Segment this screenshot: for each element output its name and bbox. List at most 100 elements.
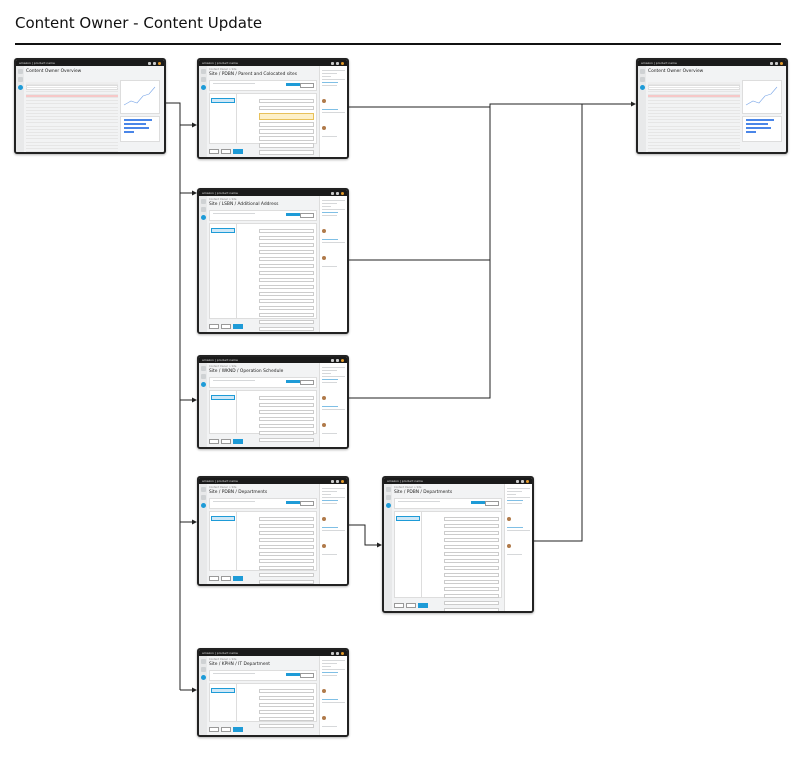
line-chart-widget [120,80,160,114]
secondary-action-button[interactable] [300,213,314,218]
left-rail [199,656,207,735]
form-field [444,607,499,611]
section-nav [210,391,237,433]
left-rail [16,66,24,152]
form-field [259,551,314,556]
form-field [444,523,499,528]
form-field [444,586,499,591]
top-bar: amazon | product name [638,60,786,66]
cancel-button [209,149,219,154]
screen-it-department[interactable]: amazon | product name Content Owner > Si… [197,648,349,737]
connector-edit-to-end [530,104,583,542]
form-field [259,709,314,714]
form-field [259,228,314,233]
screen-overview-start[interactable]: amazon | product name Content Owner Over… [14,58,166,154]
primary-action-button[interactable] [286,380,300,383]
form-field [259,305,314,310]
edit-panel [209,683,317,728]
avatar [158,61,161,65]
form-field [259,565,314,570]
screen-title: Site / PDBN / Departments [209,490,268,495]
footer-buttons[interactable] [209,149,243,154]
brand-logo: amazon | product name [202,191,238,195]
secondary-action-button[interactable] [300,380,314,385]
notification-icon [331,191,334,195]
form-field [259,105,314,110]
back-button [406,603,416,608]
cancel-button [209,576,219,581]
info-sidebar [319,196,347,332]
notification-icon [331,61,334,65]
screen-operation-schedule[interactable]: amazon | product name Content Owner > Si… [197,355,349,449]
breadcrumb: Content Owner > Site [209,198,237,201]
info-sidebar [319,363,347,447]
form-field [259,437,314,442]
primary-action-button[interactable] [286,83,300,86]
brand-logo: amazon | product name [641,61,677,65]
header-card [394,498,502,509]
form-field [259,723,314,728]
page-title: Content Owner - Content Update [15,14,263,32]
header-card [209,498,317,509]
avatar [341,61,344,65]
footer-buttons[interactable] [209,324,243,329]
title-divider [15,43,781,45]
form-field [259,284,314,289]
contact-avatar [322,716,326,720]
info-sidebar [504,484,532,611]
bar-chart-widget [742,116,782,142]
primary-action-button[interactable] [286,673,300,676]
secondary-action-button[interactable] [485,501,499,506]
brand-logo: amazon | product name [387,479,423,483]
form-field [259,695,314,700]
screen-departments[interactable]: amazon | product name Content Owner > Si… [197,476,349,586]
secondary-action-button[interactable] [300,673,314,678]
primary-action-button[interactable] [286,501,300,504]
contact-avatar [507,517,511,521]
screen-parent-colocated[interactable]: amazon | product name Content Owner > Si… [197,58,349,159]
connector-address-to-end [345,104,491,261]
form-field [444,530,499,535]
top-bar: amazon | product name [199,60,347,66]
screen-title: Site / LSBN / Additional Address [209,202,279,207]
avatar [341,191,344,195]
save-button [233,727,243,732]
screen-title: Site / KPHN / IT Department [209,662,271,667]
screen-overview-end[interactable]: amazon | product name Content Owner Over… [636,58,788,154]
footer-buttons[interactable] [209,727,243,732]
form-field [259,270,314,275]
primary-action-button[interactable] [471,501,485,504]
edit-form [239,686,314,731]
cancel-button [209,439,219,444]
edit-form [239,514,314,584]
secondary-action-button[interactable] [300,83,314,88]
help-icon [336,191,339,195]
primary-action-button[interactable] [286,213,300,216]
screen-title: Site / PDBN / Parent and Colocated sites [209,72,297,77]
screen-departments-edit[interactable]: amazon | product name Content Owner > Si… [382,476,534,613]
footer-buttons[interactable] [209,439,243,444]
info-sidebar [319,484,347,584]
overview-table [26,82,118,152]
brand-logo: amazon | product name [202,61,238,65]
form-field [259,312,314,317]
line-chart-widget [742,80,782,114]
top-bar: amazon | product name [384,478,532,484]
connector-dept-to-edit [345,524,382,548]
avatar [341,479,344,483]
header-card [209,80,317,91]
section-nav [210,512,237,570]
overview-table [648,82,740,152]
form-field [444,600,499,605]
header-card [209,670,317,681]
footer-buttons[interactable] [209,576,243,581]
form-field [259,537,314,542]
form-field [259,516,314,521]
secondary-action-button[interactable] [300,501,314,506]
info-sidebar [319,66,347,157]
footer-buttons[interactable] [394,603,428,608]
brand-logo: amazon | product name [202,651,238,655]
screen-additional-address[interactable]: amazon | product name Content Owner > Si… [197,188,349,334]
contact-avatar [322,689,326,693]
toolbar-icons [331,651,344,655]
